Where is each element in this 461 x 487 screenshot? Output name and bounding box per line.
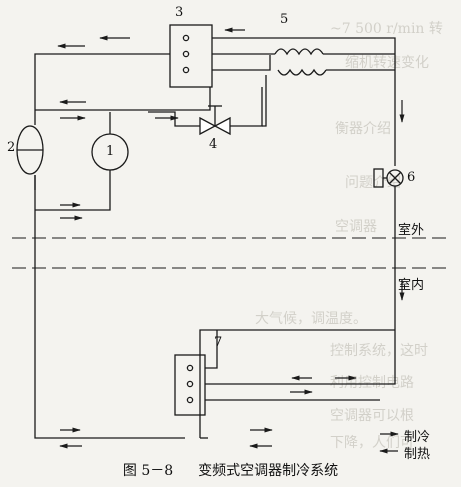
indoor-unit xyxy=(199,329,395,438)
bleed-text: ~7 500 r/min 转 xyxy=(330,21,443,37)
indoor-valve xyxy=(174,354,206,416)
label-cooling: 制冷 xyxy=(404,430,431,445)
coil-5 xyxy=(274,48,324,56)
bleed-text: 空调器可以根 xyxy=(330,408,414,424)
bleed-text: 衡器介绍 xyxy=(335,121,391,137)
label-heating: 制热 xyxy=(404,447,431,462)
pipe-top-right xyxy=(212,37,396,150)
component-label-2: 2 xyxy=(7,140,16,155)
pipe-top-left xyxy=(34,53,170,125)
bleed-text: 大气候，调温度。 xyxy=(255,311,367,327)
caption-title: 变频式空调器制冷系统 xyxy=(198,463,339,479)
pipe-left-down xyxy=(34,175,185,439)
bleed-text: 空调器 xyxy=(335,219,377,235)
bleed-text: 缩机转速变化 xyxy=(345,55,429,71)
component-label-7: 7 xyxy=(214,335,223,350)
four-way-valve xyxy=(169,24,213,88)
figure-caption: 图 5－8 变频式空调器制冷系统 xyxy=(0,460,461,480)
pipe-to-valve xyxy=(148,111,200,127)
component-label-5: 5 xyxy=(280,12,289,27)
caption-number: 图 5－8 xyxy=(122,463,174,479)
bleed-text: 控制系统，这时 xyxy=(330,343,428,359)
component-label-3: 3 xyxy=(175,5,184,20)
pipe-compressor-top xyxy=(35,87,211,111)
component-label-4: 4 xyxy=(209,137,218,152)
component-label-1: 1 xyxy=(106,144,115,159)
label-indoor: 室内 xyxy=(398,278,425,293)
expansion-valve xyxy=(199,116,217,136)
component-label-6: 6 xyxy=(407,170,416,185)
label-outdoor: 室外 xyxy=(398,223,425,238)
bleed-text: 下降，人们可 xyxy=(330,435,414,451)
